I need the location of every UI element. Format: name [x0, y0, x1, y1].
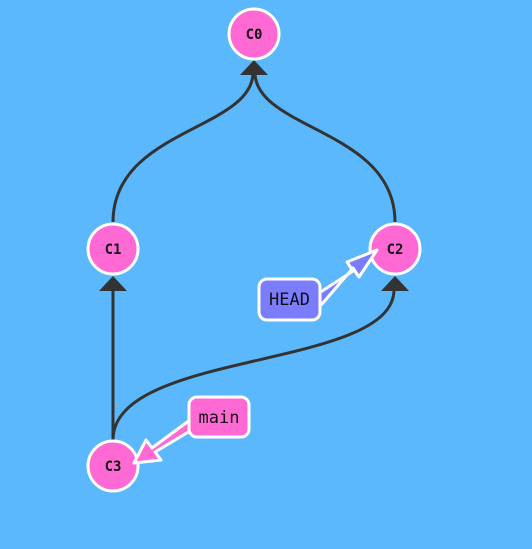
- edges: [111, 73, 397, 441]
- commit-label: C0: [246, 27, 263, 43]
- head-label-box[interactable]: [257, 277, 322, 322]
- main-label: main: [199, 408, 240, 428]
- commit-c2[interactable]: C2: [368, 222, 422, 276]
- main-branch-ref[interactable]: main: [132, 395, 251, 465]
- edge-c3-c2: [111, 289, 396, 441]
- edge-c2-c0: [253, 73, 397, 223]
- edge-c1-c0: [111, 73, 255, 223]
- commit-node[interactable]: [86, 222, 140, 276]
- arrowhead-c0: [240, 60, 268, 75]
- commit-node[interactable]: [227, 7, 281, 61]
- commit-c3[interactable]: C3: [86, 439, 140, 493]
- arrowhead-c1: [99, 276, 127, 291]
- commit-label: C2: [387, 242, 404, 258]
- arrowhead-c2: [381, 276, 409, 291]
- head-ref[interactable]: HEAD: [257, 248, 379, 322]
- commit-c1[interactable]: C1: [86, 222, 140, 276]
- commit-label: C1: [105, 242, 122, 258]
- head-label: HEAD: [269, 290, 310, 310]
- commit-c0[interactable]: C0: [227, 7, 281, 61]
- commit-node[interactable]: [86, 439, 140, 493]
- commit-node[interactable]: [368, 222, 422, 276]
- commit-label: C3: [105, 459, 122, 475]
- main-label-box[interactable]: [187, 395, 251, 439]
- head-arrow: [314, 248, 379, 306]
- arrowheads: [99, 60, 409, 291]
